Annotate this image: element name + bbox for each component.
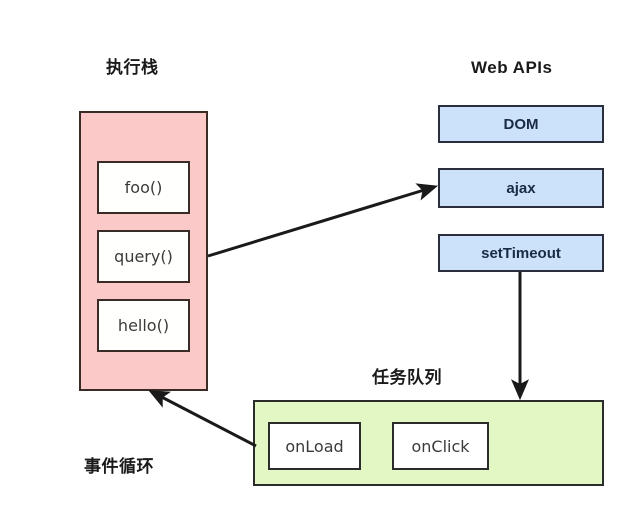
task-onload[interactable]: onLoad xyxy=(268,422,361,470)
task-queue-title: 任务队列 xyxy=(372,368,442,387)
event-loop-title: 事件循环 xyxy=(84,457,154,476)
arrow-query-to-ajax xyxy=(207,183,439,258)
arrow-task-queue-to-call-stack xyxy=(148,390,257,448)
web-api-ajax[interactable]: ajax xyxy=(438,168,604,208)
call-stack-title: 执行栈 xyxy=(106,58,159,77)
stack-frame-query[interactable]: query() xyxy=(97,230,190,283)
web-api-settimeout[interactable]: setTimeout xyxy=(438,234,604,272)
stack-frame-foo[interactable]: foo() xyxy=(97,161,190,214)
task-onclick[interactable]: onClick xyxy=(392,422,489,470)
web-apis-title: Web APIs xyxy=(471,58,553,77)
stack-frame-hello[interactable]: hello() xyxy=(97,299,190,352)
web-api-dom[interactable]: DOM xyxy=(438,105,604,143)
